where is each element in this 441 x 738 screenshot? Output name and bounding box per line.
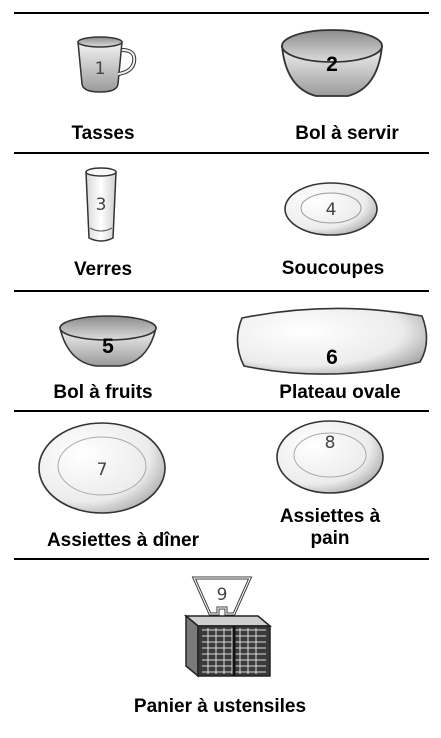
label-tasses: Tasses [71, 123, 135, 144]
divider-2 [14, 290, 429, 292]
saucer-number: 4 [326, 200, 337, 220]
label-plateau-ovale: Plateau ovale [279, 382, 401, 403]
glass-icon: 3 [85, 167, 117, 242]
divider-1 [14, 152, 429, 154]
label-verres: Verres [73, 259, 133, 280]
dinner-plate-number: 7 [97, 460, 108, 480]
serving-bowl-icon: 2 [281, 29, 383, 97]
label-assiettes-a-pain-line2: pain [310, 528, 350, 549]
label-soucoupes: Soucoupes [281, 258, 385, 279]
cup-icon: 1 [77, 36, 137, 93]
label-bol-a-servir: Bol à servir [295, 123, 399, 144]
saucer-icon: 4 [284, 182, 378, 236]
cup-number: 1 [95, 59, 106, 79]
cutlery-basket-icon: 9 [183, 576, 273, 678]
divider-top [14, 12, 429, 14]
oval-platter-icon: 6 [236, 307, 428, 375]
label-assiettes-a-pain-line1: Assiettes à [279, 506, 381, 527]
oval-platter-number: 6 [326, 346, 338, 369]
fruit-bowl-number: 5 [102, 335, 114, 358]
bread-plate-icon: 8 [276, 420, 384, 494]
label-bol-a-fruits: Bol à fruits [53, 382, 153, 403]
dinner-plate-icon: 7 [38, 422, 166, 514]
cutlery-basket-number: 9 [217, 585, 228, 605]
bread-plate-number: 8 [325, 433, 336, 453]
serving-bowl-number: 2 [326, 53, 338, 76]
divider-3 [14, 410, 429, 412]
glass-number: 3 [96, 195, 107, 215]
label-panier-a-ustensiles: Panier à ustensiles [133, 696, 307, 717]
divider-4 [14, 558, 429, 560]
label-assiettes-a-diner: Assiettes à dîner [46, 530, 200, 551]
fruit-bowl-icon: 5 [58, 315, 158, 367]
